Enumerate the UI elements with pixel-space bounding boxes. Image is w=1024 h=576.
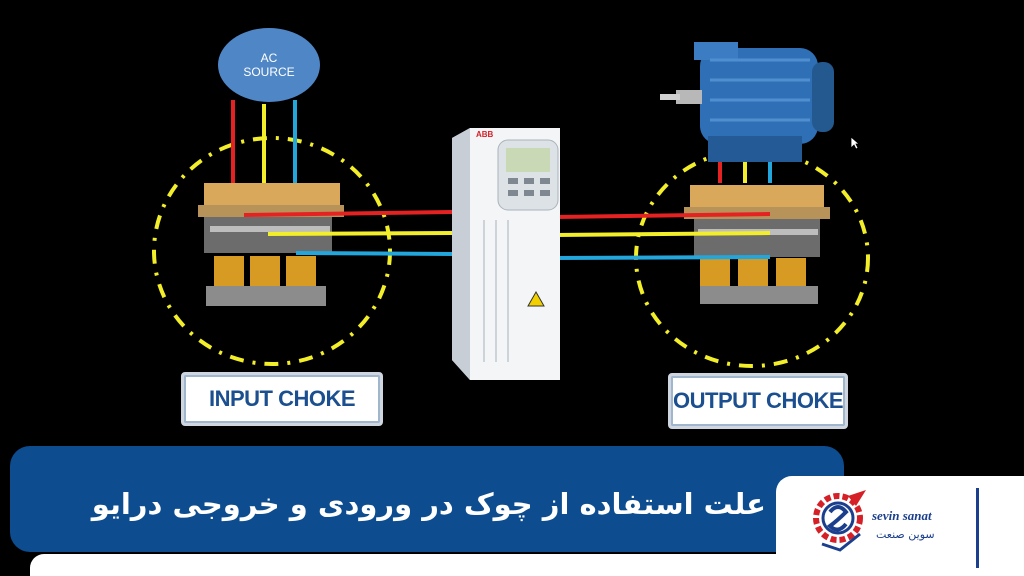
bottom-strip bbox=[30, 554, 1024, 576]
input-choke-label: INPUT CHOKE bbox=[181, 372, 383, 426]
logo-divider bbox=[976, 488, 979, 568]
drive-brand-logo: ABB bbox=[476, 130, 494, 139]
title-banner bbox=[10, 446, 844, 552]
ac-source-label-line2: SOURCE bbox=[243, 65, 295, 79]
motor-icon bbox=[660, 42, 834, 162]
ac-source: AC SOURCE bbox=[218, 28, 320, 102]
sevin-sanat-gear-logo-icon bbox=[813, 490, 866, 552]
input-choke-highlight-circle bbox=[152, 136, 392, 366]
output-choke-label: OUTPUT CHOKE bbox=[668, 373, 848, 429]
output-side-wires bbox=[555, 212, 771, 260]
vfd-drive-icon bbox=[452, 128, 560, 380]
input-choke-icon bbox=[198, 183, 344, 306]
output-choke-icon bbox=[684, 185, 830, 304]
logo-brand-latin: sevin sanat bbox=[872, 508, 932, 523]
logo-brand-persian: سوین صنعت bbox=[876, 528, 935, 541]
banner-title: علت استفاده از چوک در ورودی و خروجی درای… bbox=[91, 487, 766, 521]
ac-source-label-line1: AC bbox=[260, 51, 278, 65]
input-side-wires bbox=[243, 210, 453, 256]
ac-source-wires bbox=[231, 100, 297, 190]
mouse-cursor-icon bbox=[850, 136, 860, 150]
